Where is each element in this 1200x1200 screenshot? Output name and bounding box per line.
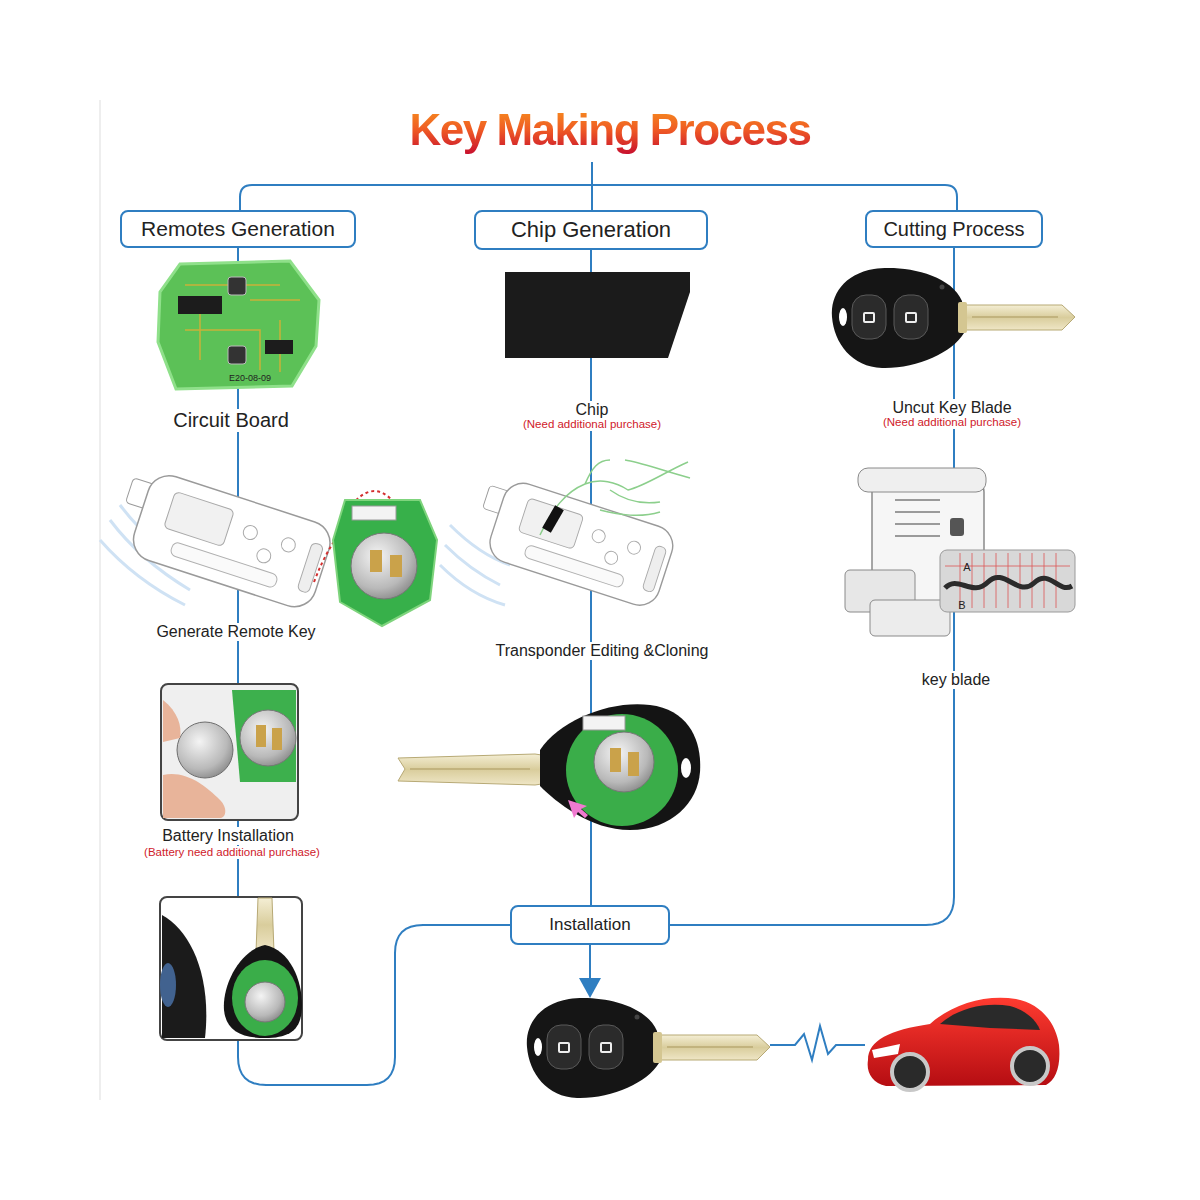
key-programmer xyxy=(469,473,678,611)
machine-base xyxy=(870,600,950,636)
battery-photo xyxy=(161,684,298,820)
step-caption: key blade xyxy=(919,671,994,689)
stage-box: Chip Generation xyxy=(474,210,708,250)
blade-groove xyxy=(410,768,530,770)
page-border-line xyxy=(99,100,101,1100)
finished-key xyxy=(527,998,770,1098)
machine-vents xyxy=(895,500,940,536)
profile-panel xyxy=(940,550,1075,612)
board-switch xyxy=(228,277,246,295)
stage-box: Remotes Generation xyxy=(120,210,356,248)
machine-knob xyxy=(950,518,964,536)
pointer-icon xyxy=(568,800,588,818)
shell-button xyxy=(160,963,176,1007)
photo-contacts xyxy=(256,725,282,750)
part-caption: Uncut Key Blade xyxy=(889,399,1014,417)
profile-curve xyxy=(945,577,1072,588)
board-switch xyxy=(228,346,246,364)
photo-holder xyxy=(245,982,285,1022)
profile-marker: B xyxy=(955,599,968,612)
photo-board xyxy=(232,960,298,1036)
photo-blade xyxy=(256,898,274,952)
finger xyxy=(163,700,180,742)
part-caption: Chip xyxy=(573,401,612,419)
remote-board xyxy=(333,500,437,626)
transponder-chip xyxy=(505,272,690,358)
box-title: Chip Generation xyxy=(511,218,671,242)
box-title: Installation xyxy=(549,916,630,935)
diagram-title: Key Making Process xyxy=(410,106,811,154)
chip-in-hand xyxy=(542,505,564,533)
fob-photo xyxy=(160,897,302,1040)
battery-contacts xyxy=(610,748,639,776)
profile-marker: A xyxy=(960,561,973,574)
purchase-note: (Need additional purchase) xyxy=(880,416,1024,429)
step-caption: Generate Remote Key xyxy=(153,623,318,641)
ic-chip xyxy=(178,296,222,314)
title-bracket xyxy=(240,162,957,210)
remote-board xyxy=(566,714,678,826)
signal-pulse xyxy=(770,1026,865,1060)
key-blade xyxy=(398,754,548,785)
ic-chip xyxy=(265,340,293,354)
purchase-note: (Battery need additional purchase) xyxy=(141,846,323,859)
stage-box: Installation xyxy=(510,905,670,945)
machine-top xyxy=(858,468,986,492)
board-marking: E20-08-09 xyxy=(226,373,274,383)
car-window xyxy=(940,1005,1040,1030)
car-wheel xyxy=(892,1054,928,1090)
fob-shell xyxy=(540,704,700,830)
hand-sketch xyxy=(540,460,690,535)
box-title: Cutting Process xyxy=(883,218,1024,240)
car-wheel xyxy=(1012,1048,1048,1084)
photo-holder xyxy=(240,710,296,766)
step-caption: Battery Installation xyxy=(159,827,297,845)
fob-shell xyxy=(224,945,302,1038)
board-connector xyxy=(583,716,625,730)
finger xyxy=(163,774,225,818)
key-programmer xyxy=(111,464,336,612)
battery-holder xyxy=(594,732,654,792)
ring-hole xyxy=(681,758,691,778)
battery-holder xyxy=(351,533,417,599)
uncut-key xyxy=(832,268,1075,368)
purchase-note: (Need additional purchase) xyxy=(520,418,664,431)
down-arrow-head xyxy=(579,978,601,998)
stage-box: Cutting Process xyxy=(865,210,1043,248)
step-caption: Transponder Editing &Cloning xyxy=(493,642,712,660)
part-caption: Circuit Board xyxy=(170,409,292,432)
car-headlight xyxy=(872,1044,900,1058)
photo-board xyxy=(232,690,296,782)
battery-contacts xyxy=(370,550,402,577)
board-connector xyxy=(352,506,396,520)
coin-battery xyxy=(177,722,233,778)
circuit-board xyxy=(158,261,319,389)
box-title: Remotes Generation xyxy=(141,217,335,240)
